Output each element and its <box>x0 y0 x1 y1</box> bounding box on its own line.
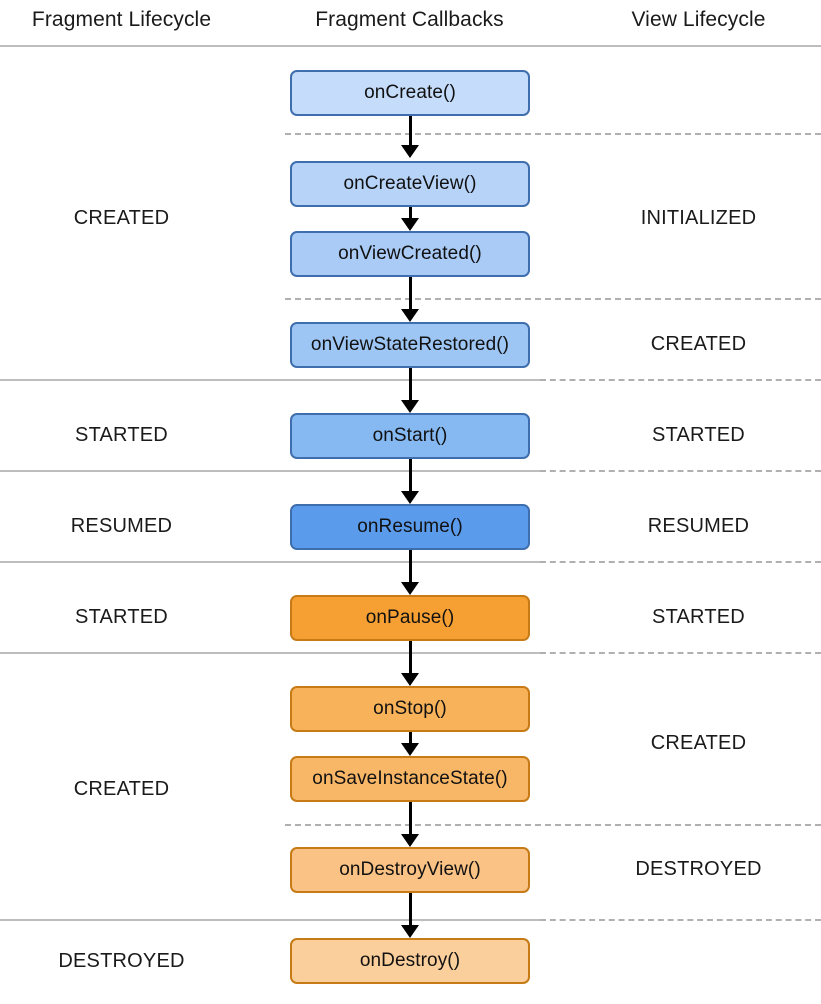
arrow-head-icon <box>401 925 419 938</box>
arrow-shaft-icon <box>409 207 412 218</box>
fragment-lifecycle-divider <box>0 561 540 563</box>
header-divider <box>0 45 821 47</box>
arrow-shaft-icon <box>409 641 412 673</box>
callback-box[interactable]: onCreateView() <box>290 161 530 207</box>
arrow-head-icon <box>401 743 419 756</box>
fragment-state-label: CREATED <box>73 778 170 800</box>
arrow-shaft-icon <box>409 368 412 400</box>
callback-box[interactable]: onStart() <box>290 413 530 459</box>
view-state-label: STARTED <box>652 424 745 446</box>
arrow-head-icon <box>401 673 419 686</box>
arrow-shaft-icon <box>409 277 412 309</box>
arrow-head-icon <box>401 400 419 413</box>
view-state-label: DESTROYED <box>635 858 762 880</box>
fragment-state-label: RESUMED <box>70 515 173 537</box>
view-state-label: CREATED <box>650 732 747 754</box>
callback-box[interactable]: onStop() <box>290 686 530 732</box>
arrow-head-icon <box>401 218 419 231</box>
arrow-head-icon <box>401 145 419 158</box>
column-header-fragment-callbacks: Fragment Callbacks <box>315 8 504 31</box>
callback-box[interactable]: onPause() <box>290 595 530 641</box>
arrow-head-icon <box>401 491 419 504</box>
arrow-head-icon <box>401 834 419 847</box>
view-state-label: CREATED <box>650 333 747 355</box>
callback-box[interactable]: onSaveInstanceState() <box>290 756 530 802</box>
fragment-state-label: DESTROYED <box>58 950 185 972</box>
view-lifecycle-divider <box>285 824 821 826</box>
arrow-shaft-icon <box>409 893 412 925</box>
view-lifecycle-divider <box>540 379 821 381</box>
view-lifecycle-divider <box>285 133 821 135</box>
arrow-shaft-icon <box>409 459 412 491</box>
view-lifecycle-divider <box>540 919 821 921</box>
view-state-label: INITIALIZED <box>640 207 757 229</box>
fragment-lifecycle-divider <box>0 379 540 381</box>
callback-box[interactable]: onDestroyView() <box>290 847 530 893</box>
column-header-fragment-lifecycle: Fragment Lifecycle <box>31 8 212 31</box>
fragment-state-label: CREATED <box>73 207 170 229</box>
arrow-shaft-icon <box>409 550 412 582</box>
callback-box[interactable]: onDestroy() <box>290 938 530 984</box>
view-lifecycle-divider <box>285 298 821 300</box>
fragment-state-label: STARTED <box>75 424 168 446</box>
arrow-head-icon <box>401 582 419 595</box>
arrow-shaft-icon <box>409 116 412 145</box>
fragment-lifecycle-divider <box>0 919 540 921</box>
arrow-shaft-icon <box>409 732 412 743</box>
view-state-label: STARTED <box>652 606 745 628</box>
fragment-state-label: STARTED <box>75 606 168 628</box>
column-header-view-lifecycle: View Lifecycle <box>631 8 766 31</box>
arrow-shaft-icon <box>409 802 412 834</box>
callback-box[interactable]: onViewCreated() <box>290 231 530 277</box>
view-lifecycle-divider <box>540 470 821 472</box>
callback-box[interactable]: onCreate() <box>290 70 530 116</box>
callback-box[interactable]: onResume() <box>290 504 530 550</box>
arrow-head-icon <box>401 309 419 322</box>
view-lifecycle-divider <box>540 652 821 654</box>
view-state-label: RESUMED <box>647 515 750 537</box>
view-lifecycle-divider <box>540 561 821 563</box>
callback-box[interactable]: onViewStateRestored() <box>290 322 530 368</box>
fragment-lifecycle-divider <box>0 652 540 654</box>
fragment-lifecycle-divider <box>0 470 540 472</box>
